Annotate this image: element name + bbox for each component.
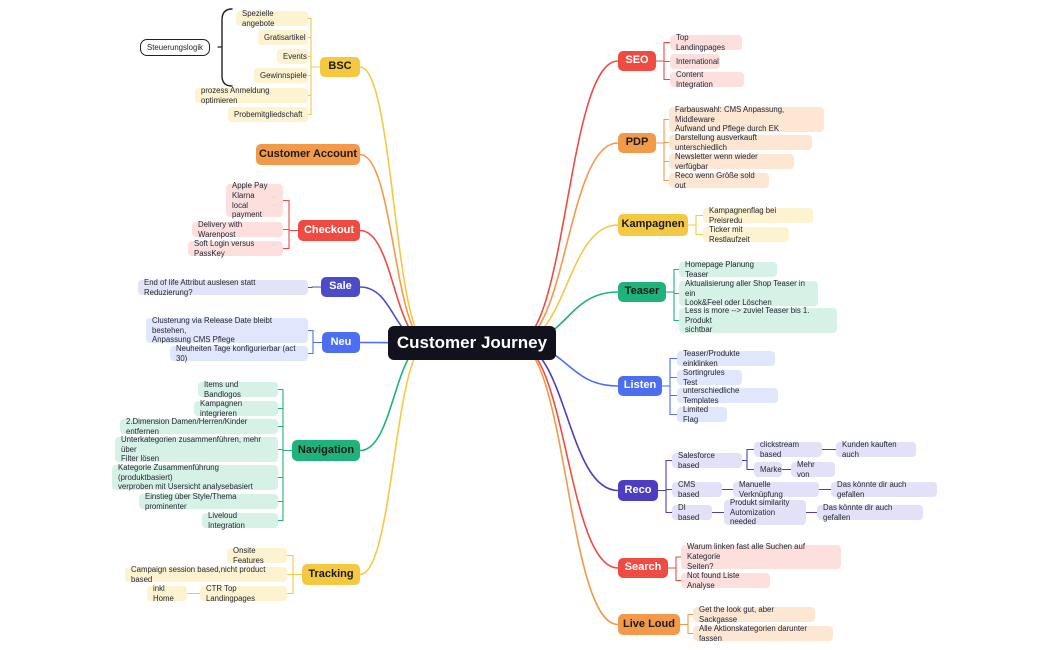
pdp-item[interactable]: Newsletter wenn wieder verfügbar: [669, 152, 794, 171]
tracking-item[interactable]: Onsite Features: [227, 546, 287, 565]
branch-seo[interactable]: SEO: [618, 51, 656, 71]
branch-tracking[interactable]: Tracking: [302, 564, 360, 585]
branch-pdp[interactable]: PDP: [618, 133, 656, 153]
kampagnen-item[interactable]: Kampagnenflag bei Preisredu: [703, 206, 813, 225]
branch-customer-account[interactable]: Customer Account: [256, 144, 360, 165]
seo-item[interactable]: International: [670, 54, 720, 69]
kampagnen-item[interactable]: Ticker mit Restlaufzeit: [703, 225, 789, 244]
branch-checkout[interactable]: Checkout: [298, 220, 360, 241]
checkout-item[interactable]: Delivery with Warenpost: [192, 220, 283, 239]
branch-teaser[interactable]: Teaser: [618, 282, 666, 302]
bsc-item[interactable]: Probemitgliedschaft: [228, 107, 308, 122]
branch-listen[interactable]: Listen: [618, 376, 662, 396]
teaser-item[interactable]: Aktualisierung aller Shop Teaser in ein …: [679, 279, 818, 307]
branch-reco[interactable]: Reco: [618, 480, 658, 501]
teaser-item[interactable]: Homepage Planung Teaser: [679, 260, 777, 279]
live-loud-item[interactable]: Alle Aktionskategorien darunter fassen: [693, 624, 833, 643]
navigation-item[interactable]: Items und Bandlogos: [198, 380, 278, 399]
live-loud-item[interactable]: Get the look gut, aber Sackgasse: [693, 605, 815, 624]
reco-mehr-von[interactable]: Mehr von: [791, 460, 835, 479]
reco-salesforce-based[interactable]: Salesforce based: [672, 451, 742, 470]
listen-item[interactable]: Teaser/Produkte einklinken: [677, 349, 775, 368]
bsc-item[interactable]: Gewinnspiele: [254, 68, 308, 83]
tracking-item[interactable]: Campaign session based,nicht product bas…: [125, 565, 287, 584]
tracking-item[interactable]: CTR Top Landingpages: [200, 584, 287, 603]
listen-item[interactable]: Limited Flag: [677, 405, 727, 424]
bsc-item[interactable]: Spezielle angebote: [236, 9, 308, 28]
bsc-item[interactable]: prozess Anmeldung optimieren: [195, 86, 308, 105]
reco-di-based[interactable]: DI based: [672, 503, 712, 522]
reco-koennte-gefallen-2[interactable]: Das könnte dir auch gefallen: [817, 503, 923, 522]
listen-item[interactable]: unterschiedliche Templates: [677, 386, 778, 405]
bsc-item[interactable]: Gratisartikel: [258, 30, 308, 45]
reco-manuelle-verknuepfung[interactable]: Manuelle Verknüpfung: [733, 480, 819, 499]
steuerungslogik-brace: [221, 8, 233, 87]
checkout-item[interactable]: Apple Pay Klarna local payment: [226, 181, 283, 219]
neu-item[interactable]: Clusterung via Release Date bleibt beste…: [146, 316, 308, 344]
branch-bsc[interactable]: BSC: [320, 57, 360, 77]
reco-clickstream-based[interactable]: clickstream based: [754, 440, 822, 459]
sale-item[interactable]: End of life Attribut auslesen statt Redu…: [138, 278, 308, 297]
navigation-item[interactable]: Liveloud Integration: [202, 511, 278, 530]
navigation-item[interactable]: 2.Dimension Damen/Herren/Kinder entferne…: [120, 417, 278, 436]
branch-navigation[interactable]: Navigation: [292, 440, 360, 461]
reco-marke[interactable]: Marke: [754, 462, 782, 477]
branch-search[interactable]: Search: [618, 558, 668, 578]
branch-sale[interactable]: Sale: [321, 277, 360, 297]
teaser-item[interactable]: Less is more --> zuviel Teaser bis 1. Pr…: [679, 306, 837, 334]
pdp-item[interactable]: Farbauswahl: CMS Anpassung, Middleware A…: [669, 105, 824, 133]
reco-koennte-gefallen-1[interactable]: Das könnte dir auch gefallen: [831, 480, 937, 499]
reco-cms-based[interactable]: CMS based: [672, 480, 722, 499]
navigation-item[interactable]: Unterkategorien zusammenführen, mehr übe…: [115, 435, 278, 463]
branch-live-loud[interactable]: Live Loud: [618, 614, 680, 635]
pdp-item[interactable]: Darstellung ausverkauft unterschiedlich: [669, 133, 812, 152]
tracking-inkl-home[interactable]: inkl Home: [147, 584, 187, 603]
branch-kampagnen[interactable]: Kampagnen: [618, 214, 688, 236]
seo-item[interactable]: Top Landingpages: [670, 33, 742, 52]
bsc-steuerungslogik[interactable]: Steuerungslogik: [140, 39, 210, 56]
navigation-item[interactable]: Einstieg über Style/Thema prominenter: [139, 492, 278, 511]
search-item[interactable]: Not found Liste Analyse: [681, 571, 770, 590]
central-topic[interactable]: Customer Journey: [388, 326, 556, 360]
neu-item[interactable]: Neuheiten Tage konfigurierbar (act 30): [170, 344, 308, 363]
search-item[interactable]: Warum linken fast alle Suchen auf Katego…: [681, 542, 841, 571]
reco-kunden-kauften-auch[interactable]: Kunden kauften auch: [836, 440, 916, 459]
pdp-item[interactable]: Reco wenn Größe sold out: [669, 171, 769, 190]
branch-neu[interactable]: Neu: [322, 332, 360, 353]
bsc-item[interactable]: Events: [277, 49, 308, 64]
seo-item[interactable]: Content Integration: [670, 70, 744, 89]
navigation-item[interactable]: Kategorie Zusammenführung (produktbasier…: [112, 463, 278, 491]
reco-produkt-similarity[interactable]: Produkt similarity Automization needed: [724, 498, 806, 526]
checkout-item[interactable]: Soft Login versus PassKey: [188, 239, 283, 258]
listen-item[interactable]: Sortingrules Test: [677, 368, 742, 387]
navigation-item[interactable]: Kampagnen integrieren: [194, 399, 278, 418]
